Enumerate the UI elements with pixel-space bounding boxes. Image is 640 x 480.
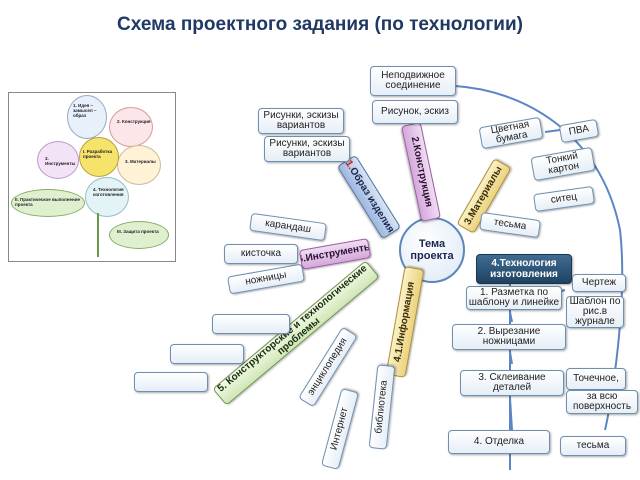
flower-petal-idea-label: 1. Идея – замысел – образ [73, 103, 97, 118]
step-marking-template: Шаблон по рис.в журнале [566, 296, 624, 328]
step-cutting: 2. Вырезание ножницами [452, 324, 566, 350]
flower-stem [97, 213, 99, 257]
page-title: Схема проектного задания (по технологии) [117, 14, 523, 35]
connector-step-arrow-2 [509, 351, 513, 365]
step-marking-drawing: Чертеж [572, 274, 626, 292]
node-fixed-joint: Неподвижное соединение [370, 66, 456, 96]
flower-leaf-right-label: III. Защита проекта [117, 229, 159, 234]
flower-scheme-image: 1. Идея – замысел – образ 2. Конструкция… [8, 92, 176, 262]
flower-petal-tools [37, 141, 79, 179]
step-marking: 1. Разметка по шаблону и линейке [466, 286, 562, 310]
step-gluing: 3. Склеивание деталей [460, 370, 564, 396]
flower-petal-technology [85, 177, 129, 217]
flower-leaf-right [109, 221, 169, 249]
flower-leaf-left-label: II. Практическое выполнение проекта [15, 197, 80, 207]
step-gluing-pointwise: Точечное, [566, 368, 626, 390]
node-sketches-2: Рисунки, эскизы вариантов [264, 136, 350, 162]
flower-petal-materials [117, 145, 161, 185]
step-finishing-ribbon: тесьма [560, 436, 626, 456]
node-blank-3 [134, 372, 208, 392]
flower-leaf-left [11, 189, 85, 217]
step-gluing-surface: за всю поверхность [566, 390, 638, 414]
flower-petal-idea [67, 95, 107, 139]
flower-petal-materials-label: 3. Материалы [125, 159, 156, 164]
node-brush: кисточка [224, 244, 298, 264]
node-blank-1 [212, 314, 290, 334]
flower-petal-construction-label: 2. Конструкция [117, 119, 151, 124]
connector-step-arrow-1 [509, 311, 513, 323]
node-blank-2 [170, 344, 244, 364]
node-sketches-1: Рисунки, эскизы вариантов [258, 108, 344, 134]
flower-petal-tools-label: 3. Инструменты [45, 156, 76, 166]
connector-step-arrow-3 [509, 397, 513, 431]
connector-pva [544, 129, 561, 133]
flower-petal-technology-label: 4. Технология изготовления [93, 187, 124, 197]
flower-petal-construction [109, 107, 153, 147]
step-finishing: 4. Отделка [448, 430, 550, 454]
branch-technology: 4.Технология изготовления [476, 254, 572, 284]
flower-center-label: I. Разработка проекта [83, 149, 113, 159]
flower-center [79, 137, 119, 177]
node-drawing-sketch: Рисунок, эскиз [372, 100, 458, 124]
